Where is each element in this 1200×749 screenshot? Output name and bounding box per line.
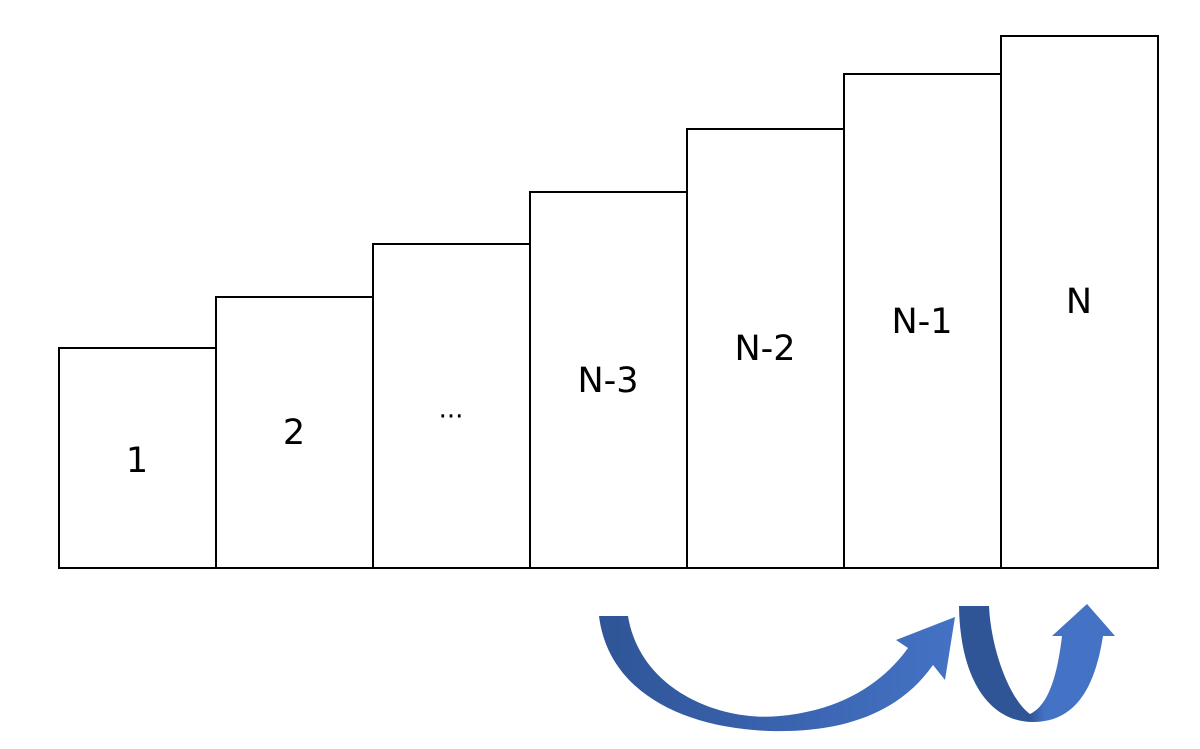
step-label-n: N bbox=[1066, 282, 1092, 322]
step-label-2: 2 bbox=[283, 413, 305, 453]
step-bar-2 bbox=[215, 296, 374, 569]
bar-group bbox=[58, 35, 1159, 569]
step-label-n-2: N-2 bbox=[734, 329, 795, 369]
curved-arrow-icon bbox=[959, 604, 1115, 722]
step-bar-ellipsis bbox=[372, 243, 531, 569]
step-bar-1 bbox=[58, 347, 217, 569]
step-bar-n-1 bbox=[843, 73, 1002, 569]
curved-arrow-icon bbox=[599, 616, 955, 732]
label-group: 1 2 ... N-3 N-2 N-1 N bbox=[126, 282, 1092, 481]
step-label-1: 1 bbox=[126, 441, 148, 481]
step-label-n-1: N-1 bbox=[891, 302, 952, 342]
step-label-ellipsis: ... bbox=[439, 395, 464, 425]
step-bar-n-3 bbox=[529, 191, 688, 569]
step-bar-n bbox=[1000, 35, 1159, 569]
step-bar-n-2 bbox=[686, 128, 845, 569]
step-label-n-3: N-3 bbox=[577, 361, 638, 401]
